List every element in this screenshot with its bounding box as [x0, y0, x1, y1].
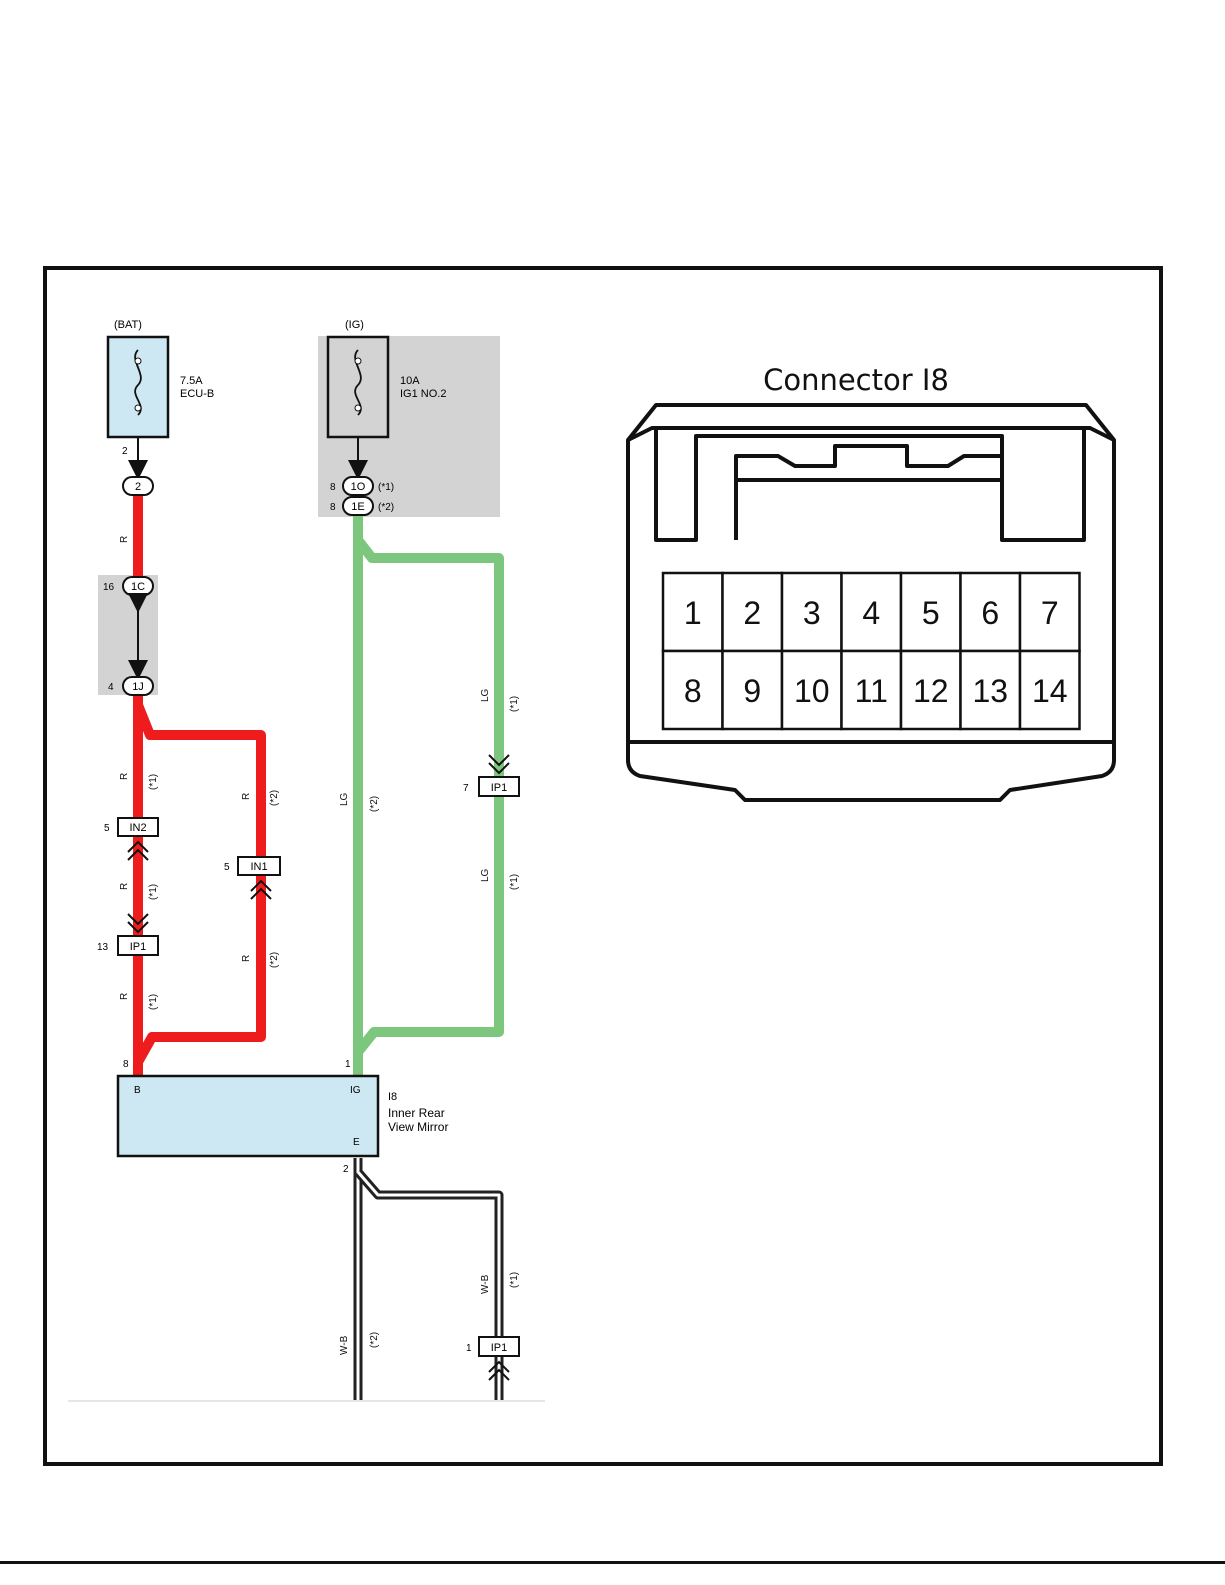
in1-id: IN1	[250, 861, 267, 873]
wire-label-r: R	[119, 773, 130, 780]
wire-label-r: R	[241, 793, 252, 800]
ig-connector-1o-note: (*1)	[378, 482, 394, 493]
bat-fuse-pin: 2	[122, 446, 128, 457]
fuse-terminal	[135, 358, 141, 364]
ip1-lg-pin: 7	[463, 783, 469, 794]
bat-source-label: (BAT)	[114, 319, 142, 331]
wire-note: (*1)	[509, 874, 520, 890]
wire-label-r: R	[119, 536, 130, 543]
mirror-component-box	[118, 1076, 378, 1156]
connector-pin-number: 3	[803, 595, 821, 631]
wire-note: (*1)	[148, 884, 159, 900]
red-wire-branch	[138, 874, 261, 1062]
wire-note: (*2)	[369, 1332, 380, 1348]
wire-note: (*1)	[148, 774, 159, 790]
lg-wire-branch	[358, 540, 499, 776]
ig-source-label: (IG)	[345, 319, 364, 331]
wire-label-wb: W-B	[480, 1274, 491, 1294]
wire-label-lg: LG	[480, 868, 491, 882]
mirror-name-line2: View Mirror	[388, 1120, 448, 1134]
mirror-terminal-b: B	[134, 1085, 141, 1096]
wire-note: (*1)	[148, 994, 159, 1010]
ip1-red-id: IP1	[130, 941, 147, 953]
fuse-terminal	[355, 405, 361, 411]
ig-fuse-name: IG1 NO.2	[400, 388, 446, 400]
ip1-wb-id: IP1	[491, 1342, 508, 1354]
wire-note: (*2)	[269, 952, 280, 968]
mirror-terminal-e: E	[353, 1137, 360, 1148]
wire-label-r: R	[119, 993, 130, 1000]
connector-pin-number: 11	[855, 673, 888, 709]
wb-wire-group	[358, 1158, 499, 1400]
wire-note: (*2)	[369, 796, 380, 812]
wire-label-r: R	[119, 883, 130, 890]
junction-1j-id: 1J	[132, 681, 144, 693]
mirror-name-line1: Inner Rear	[388, 1106, 445, 1120]
ig-connector-1e-pin: 8	[330, 502, 336, 513]
mirror-pin-e: 2	[343, 1164, 349, 1175]
bat-connector-id: 2	[135, 481, 141, 493]
ig-connector-1e-id: 1E	[351, 501, 364, 513]
wire-label-lg: LG	[480, 688, 491, 702]
ip1-wb-pin: 1	[466, 1343, 472, 1354]
mirror-pin-ig: 1	[345, 1059, 351, 1070]
in2-pin: 5	[104, 823, 110, 834]
bat-fuse-name: ECU-B	[180, 388, 214, 400]
connector-pin-number: 4	[862, 595, 880, 631]
mirror-terminal-ig: IG	[350, 1085, 361, 1096]
wire-label-r: R	[241, 955, 252, 962]
connector-pin-number: 8	[684, 673, 702, 709]
ig-connector-1e-note: (*2)	[378, 502, 394, 513]
wire-note: (*1)	[509, 696, 520, 712]
fuse-terminal	[355, 358, 361, 364]
connector-pin-number: 14	[1032, 673, 1068, 709]
ip1-red-pin: 13	[97, 942, 109, 953]
ig-connector-1o-id: 1O	[351, 481, 366, 493]
ig-connector-1o-pin: 8	[330, 482, 336, 493]
connector-pin-number: 7	[1041, 595, 1059, 631]
mirror-code: I8	[388, 1091, 397, 1103]
ig-fuse-box	[328, 337, 388, 437]
junction-1c-id: 1C	[131, 581, 145, 593]
ip1-lg-id: IP1	[491, 782, 508, 794]
connector-pin-number: 10	[794, 673, 830, 709]
junction-1c-pin: 16	[103, 582, 115, 593]
connector-pin-number: 9	[743, 673, 761, 709]
connector-pin-number: 13	[972, 673, 1008, 709]
connector-pin-number: 1	[684, 595, 702, 631]
ig-fuse-amp: 10A	[400, 375, 420, 387]
mirror-pin-b: 8	[123, 1059, 129, 1070]
connector-pin-number: 2	[743, 595, 761, 631]
wire-note: (*1)	[509, 1272, 520, 1288]
junction-1j-pin: 4	[108, 682, 114, 693]
in1-pin: 5	[224, 862, 230, 873]
in2-id: IN2	[129, 822, 146, 834]
wire-label-lg: LG	[339, 792, 350, 806]
connector-pin-number: 6	[981, 595, 999, 631]
wire-label-wb: W-B	[339, 1335, 350, 1355]
wire-note: (*2)	[269, 790, 280, 806]
connector-title: Connector I8	[763, 363, 949, 397]
bat-fuse-box	[108, 337, 168, 437]
lg-wire-branch	[358, 795, 499, 1052]
lg-wire-group	[358, 515, 499, 1075]
connector-pin-number: 5	[922, 595, 940, 631]
fuse-terminal	[135, 405, 141, 411]
bat-fuse-amp: 7.5A	[180, 375, 203, 387]
connector-pin-number: 12	[913, 673, 949, 709]
